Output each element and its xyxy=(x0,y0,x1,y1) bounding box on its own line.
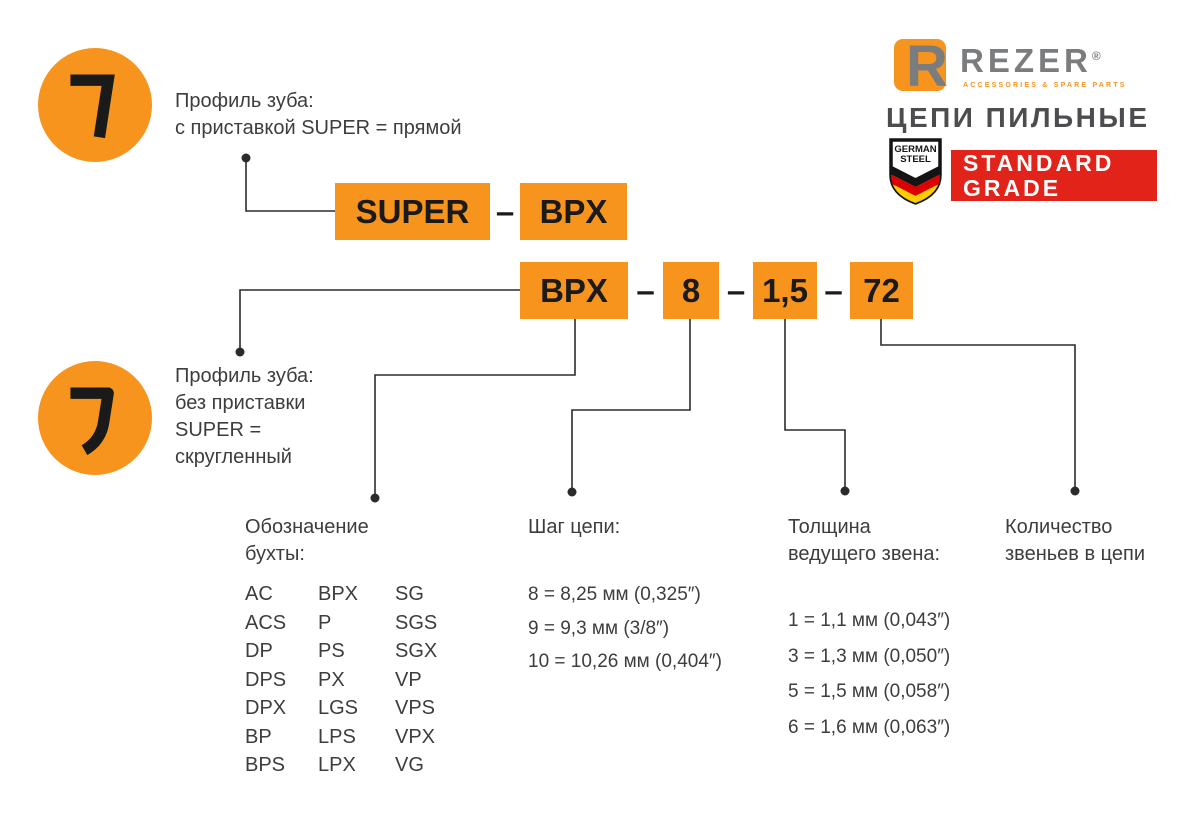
code-dash-top: – xyxy=(495,192,515,230)
code-box-pitch: 8 xyxy=(663,262,719,319)
svg-text:R: R xyxy=(906,38,948,96)
profile-top-line1: Профиль зуба: xyxy=(175,90,314,112)
profile-bottom-line2: без приставки xyxy=(175,392,306,414)
svg-text:GERMAN: GERMAN xyxy=(894,144,936,155)
brand-name: REZER® xyxy=(960,42,1101,80)
bukhta-cell: PX xyxy=(318,668,345,691)
profile-bottom-caption: Профиль зуба: без приставки SUPER = скру… xyxy=(175,363,314,471)
links-heading-line1: Количество xyxy=(1005,516,1113,538)
gauge-item: 1 = 1,1 мм (0,043″) xyxy=(788,610,951,631)
bukhta-heading-line1: Обозначение xyxy=(245,516,369,538)
bukhta-cell: LPS xyxy=(318,725,356,748)
bukhta-cell: VP xyxy=(395,668,422,691)
pitch-heading: Шаг цепи: xyxy=(528,514,620,541)
pitch-values-list: 8 = 8,25 мм (0,325″) 9 = 9,3 мм (3/8″) 1… xyxy=(528,578,722,679)
product-line-title: ЦЕПИ ПИЛЬНЫЕ xyxy=(886,102,1150,133)
straight-tooth-profile-icon xyxy=(45,53,145,158)
tooth-profile-straight-badge xyxy=(38,48,152,162)
standard-grade-badge: STANDARD GRADE xyxy=(951,150,1157,201)
profile-bottom-line1: Профиль зуба: xyxy=(175,365,314,387)
pitch-item: 9 = 9,3 мм (3/8″) xyxy=(528,617,670,639)
bukhta-cell: SG xyxy=(395,583,424,605)
code-dash-2: – xyxy=(726,271,746,309)
pitch-item: 8 = 8,25 мм (0,325″) xyxy=(528,584,701,605)
rounded-tooth-profile-icon xyxy=(45,366,145,471)
bukhta-cell: P xyxy=(318,611,332,634)
bukhta-cell: LGS xyxy=(318,697,359,719)
rezer-logo-icon: R xyxy=(893,34,968,101)
grade-line2: GRADE xyxy=(963,175,1062,201)
profile-top-caption: Профиль зуба: с приставкой SUPER = прямо… xyxy=(175,88,462,142)
bukhta-cell: AC xyxy=(245,583,273,605)
links-heading-line2: звеньев в цепи xyxy=(1005,543,1145,565)
code-dash-3: – xyxy=(824,271,843,309)
code-dash-1: – xyxy=(636,271,655,309)
gauge-heading: Толщина ведущего звена: xyxy=(788,514,940,568)
gauge-item: 6 = 1,6 мм (0,063″) xyxy=(788,716,951,738)
code-box-bpx: BPX xyxy=(520,262,628,319)
code-box-links: 72 xyxy=(850,262,913,319)
gauge-heading-line2: ведущего звена: xyxy=(788,543,941,565)
code-box-super: SUPER xyxy=(335,183,490,240)
profile-top-line2: с приставкой SUPER = прямой xyxy=(175,117,462,139)
bukhta-heading: Обозначение бухты: xyxy=(245,514,369,568)
tooth-profile-rounded-badge xyxy=(38,361,152,475)
bukhta-cell: VG xyxy=(395,754,424,776)
bukhta-heading-line2: бухты: xyxy=(245,543,305,565)
profile-bottom-line3: SUPER = xyxy=(175,419,262,441)
profile-bottom-line4: скругленный xyxy=(175,446,292,468)
bukhta-cell: VPX xyxy=(395,725,436,748)
gauge-item: 5 = 1,5 мм (0,058″) xyxy=(788,681,951,702)
code-box-gauge: 1,5 xyxy=(753,262,817,319)
bukhta-cell: BPS xyxy=(245,754,286,776)
bukhta-cell: DP xyxy=(245,640,273,662)
bukhta-cell: DPX xyxy=(245,697,287,719)
pitch-heading-line1: Шаг цепи: xyxy=(528,516,621,538)
pitch-item: 10 = 10,26 мм (0,404″) xyxy=(528,651,722,672)
gauge-item: 3 = 1,3 мм (0,050″) xyxy=(788,645,951,667)
bukhta-cell: LPX xyxy=(318,754,356,776)
bukhta-cell: PS xyxy=(318,640,345,662)
brand-name-text: REZER xyxy=(960,42,1092,79)
links-heading: Количество звеньев в цепи xyxy=(1005,514,1145,568)
grade-line1: STANDARD xyxy=(963,150,1115,176)
svg-text:STEEL: STEEL xyxy=(900,154,931,165)
brand-tagline: ACCESSORIES & SPARE PARTS xyxy=(963,82,1127,89)
german-steel-shield-icon: GERMAN STEEL xyxy=(888,138,943,210)
bukhta-cell: SGS xyxy=(395,611,438,634)
bukhta-cell: SGX xyxy=(395,640,438,662)
bukhta-cell: ACS xyxy=(245,611,287,634)
code-box-bpx-top: BPX xyxy=(520,183,627,240)
bukhta-cell: VPS xyxy=(395,697,436,719)
gauge-values-list: 1 = 1,1 мм (0,043″) 3 = 1,3 мм (0,050″) … xyxy=(788,603,950,745)
registered-mark-icon: ® xyxy=(1091,49,1101,63)
bukhta-cell: BP xyxy=(245,725,272,748)
bukhta-cell: DPS xyxy=(245,668,287,691)
bukhta-codes-table: AC BPX SG ACS P SGS DP PS SGX DPS PX VP … xyxy=(245,580,459,780)
gauge-heading-line1: Толщина xyxy=(788,516,871,538)
bukhta-cell: BPX xyxy=(318,583,359,605)
